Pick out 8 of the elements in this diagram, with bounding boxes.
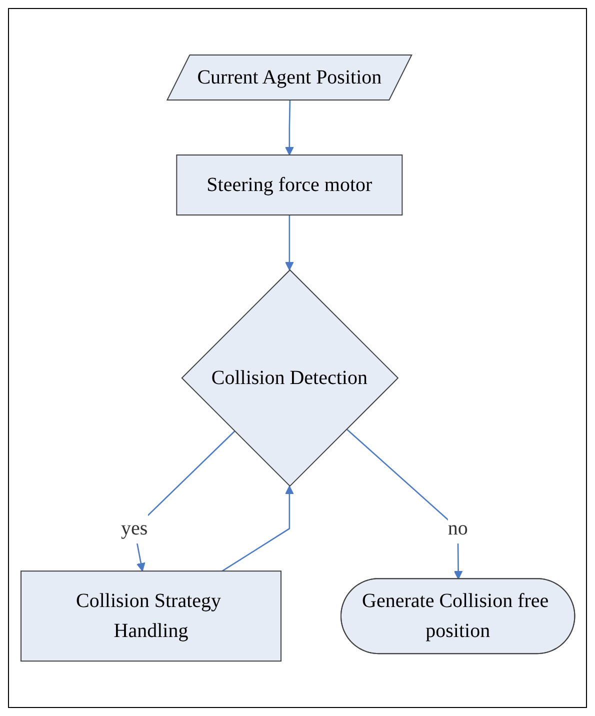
arrow <box>221 486 294 572</box>
edge-label: no <box>447 518 468 540</box>
node-diamond: Collision Detection <box>180 269 398 487</box>
arrow <box>284 214 294 270</box>
node-box: Collision Strategy Handling <box>20 570 282 662</box>
edge-label: yes <box>120 518 148 540</box>
node-box: Steering force motor <box>176 154 402 216</box>
arrow <box>284 100 294 156</box>
